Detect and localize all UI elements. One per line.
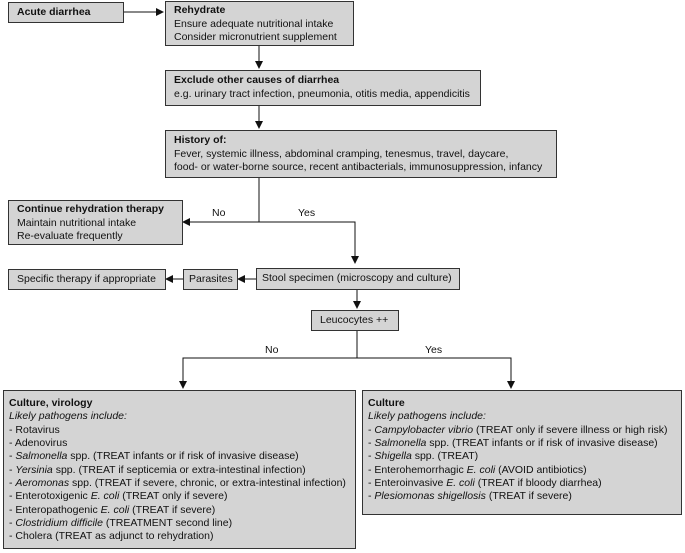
- pathogen-text-pre: -: [9, 530, 16, 543]
- no-label: No: [265, 344, 279, 356]
- pathogen-text-post: (TREAT only if severe): [119, 490, 228, 503]
- pathogen-item: - Clostridium difficile (TREATMENT secon…: [9, 517, 350, 530]
- exclude-line: e.g. urinary tract infection, pneumonia,…: [174, 87, 470, 100]
- specific-therapy-box: Specific therapy if appropriate: [8, 269, 166, 290]
- acute-diarrhea-label: Acute diarrhea: [17, 6, 91, 18]
- pathogen-text-post: spp. (TREAT infants or if risk of invasi…: [426, 436, 658, 449]
- no-label: No: [212, 207, 226, 219]
- pathogen-text-pre: -: [9, 516, 16, 529]
- pathogen-list: - Campylobacter vibrio (TREAT only if se…: [368, 424, 676, 504]
- pathogen-text-post: Adenovirus: [14, 436, 68, 449]
- exclude-causes-box: Exclude other causes of diarrhea e.g. ur…: [165, 70, 481, 106]
- pathogen-item: - Cholera (TREAT as adjunct to rehydrati…: [9, 530, 350, 543]
- leucocytes-box: Leucocytes ++: [311, 310, 399, 331]
- pathogen-text-pre: -: [9, 436, 15, 449]
- parasites-label: Parasites: [189, 273, 233, 285]
- rehydrate-line: Consider micronutrient supplement: [174, 31, 337, 44]
- pathogen-text-pre: -: [368, 450, 375, 463]
- rehydrate-box: Rehydrate Ensure adequate nutritional in…: [165, 1, 354, 46]
- pathogen-text-pre: - Enteroinvasive: [368, 476, 447, 489]
- history-line: food- or water-borne source, recent anti…: [174, 161, 543, 174]
- pathogen-item: - Enterotoxigenic E. coli (TREAT only if…: [9, 490, 350, 503]
- pathogen-text-pre: - Enterohemorrhagic: [368, 463, 467, 476]
- pathogen-text-it: E. coli: [466, 463, 496, 476]
- pathogen-text-pre: - Enteropathogenic: [9, 503, 101, 516]
- culture-subtitle: Likely pathogens include:: [368, 410, 486, 423]
- yes-label: Yes: [298, 207, 316, 219]
- rehydrate-line: Ensure adequate nutritional intake: [174, 17, 334, 30]
- yes-label: Yes: [425, 344, 443, 356]
- exclude-title: Exclude other causes of diarrhea: [174, 74, 340, 86]
- pathogen-item: - Yersinia spp. (TREAT if septicemia or …: [9, 464, 350, 477]
- pathogen-item: - Enteropathogenic E. coli (TREAT if sev…: [9, 504, 350, 517]
- pathogen-text-it: E. coli: [446, 476, 475, 489]
- pathogen-text-it: Yersinia: [15, 463, 53, 476]
- pathogen-text-post: spp. (TREAT infants or if risk of invasi…: [67, 450, 299, 463]
- acute-diarrhea-box: Acute diarrhea: [8, 2, 124, 23]
- stool-specimen-box: Stool specimen (microscopy and culture): [256, 268, 460, 290]
- pathogen-text-pre: -: [368, 423, 375, 436]
- continue-title: Continue rehydration therapy: [17, 203, 165, 215]
- pathogen-text-post: Rotavirus: [15, 423, 60, 436]
- pathogen-text-post: (TREATMENT second line): [102, 516, 233, 529]
- pathogen-item: - Salmonella spp. (TREAT infants or if r…: [9, 450, 350, 463]
- pathogen-text-it: Campylobacter vibrio: [374, 423, 474, 436]
- branch-leucocytes: [179, 331, 358, 389]
- specific-therapy-label: Specific therapy if appropriate: [17, 273, 156, 285]
- leucocytes-label: Leucocytes ++: [320, 314, 389, 326]
- culture-box: Culture Likely pathogens include: - Camp…: [362, 390, 682, 515]
- continue-line: Re-evaluate frequently: [17, 230, 123, 243]
- pathogen-text-it: Salmonella: [15, 450, 68, 463]
- continue-line: Maintain nutritional intake: [17, 216, 137, 229]
- pathogen-item: - Rotavirus: [9, 424, 350, 437]
- pathogen-text-pre: -: [9, 450, 16, 463]
- pathogen-text-it: Salmonella: [374, 436, 427, 449]
- pathogen-text-post: (TREAT if bloody diarrhea): [474, 476, 602, 489]
- pathogen-text-pre: - Enterotoxigenic: [9, 490, 91, 503]
- culture-virology-title: Culture, virology: [9, 397, 93, 409]
- stool-specimen-label: Stool specimen (microscopy and culture): [262, 272, 452, 284]
- pathogen-item: - Adenovirus: [9, 437, 350, 450]
- pathogen-text-pre: -: [368, 436, 375, 449]
- pathogen-text-pre: -: [9, 463, 16, 476]
- pathogen-item: - Shigella spp. (TREAT): [368, 450, 676, 463]
- branch-history: [258, 178, 359, 264]
- pathogen-text-it: Shigella: [374, 450, 412, 463]
- branch-leucocytes-yes: [357, 357, 515, 389]
- pathogen-item: - Salmonella spp. (TREAT infants or if r…: [368, 437, 676, 450]
- pathogen-text-post: spp. (TREAT if severe, chronic, or extra…: [69, 476, 346, 489]
- pathogen-item: - Plesiomonas shigellosis (TREAT if seve…: [368, 490, 676, 503]
- pathogen-text-post: (TREAT only if severe illness or high ri…: [473, 423, 668, 436]
- pathogen-item: - Enteroinvasive E. coli (TREAT if blood…: [368, 477, 676, 490]
- culture-virology-subtitle: Likely pathogens include:: [9, 410, 127, 423]
- pathogen-text-post: Cholera (TREAT as adjunct to rehydration…: [15, 530, 214, 543]
- pathogen-text-it: E. coli: [90, 490, 120, 503]
- history-box: History of: Fever, systemic illness, abd…: [165, 130, 557, 178]
- pathogen-text-it: Aeromonas: [15, 476, 70, 489]
- history-line: Fever, systemic illness, abdominal cramp…: [174, 147, 509, 160]
- parasites-box: Parasites: [183, 269, 238, 290]
- pathogen-text-post: spp. (TREAT if septicemia or extra-intes…: [52, 463, 306, 476]
- pathogen-text-it: E. coli: [100, 503, 130, 516]
- pathogen-list: - Rotavirus- Adenovirus- Salmonella spp.…: [9, 424, 350, 544]
- pathogen-text-post: (TREAT if severe): [485, 490, 572, 503]
- pathogen-text-post: (AVOID antibiotics): [495, 463, 587, 476]
- culture-virology-box: Culture, virology Likely pathogens inclu…: [3, 390, 356, 549]
- pathogen-text-post: spp. (TREAT): [411, 450, 479, 463]
- pathogen-text-pre: -: [9, 423, 16, 436]
- pathogen-item: - Aeromonas spp. (TREAT if severe, chron…: [9, 477, 350, 490]
- pathogen-item: - Enterohemorrhagic E. coli (AVOID antib…: [368, 464, 676, 477]
- pathogen-text-it: Clostridium difficile: [15, 516, 103, 529]
- rehydrate-title: Rehydrate: [174, 4, 226, 16]
- pathogen-text-post: (TREAT if severe): [129, 503, 216, 516]
- culture-title: Culture: [368, 397, 405, 409]
- pathogen-text-pre: -: [368, 490, 375, 503]
- pathogen-item: - Campylobacter vibrio (TREAT only if se…: [368, 424, 676, 437]
- history-title: History of:: [174, 134, 227, 146]
- continue-rehydration-box: Continue rehydration therapy Maintain nu…: [8, 200, 183, 245]
- pathogen-text-it: Plesiomonas shigellosis: [374, 490, 486, 503]
- pathogen-text-pre: -: [9, 476, 16, 489]
